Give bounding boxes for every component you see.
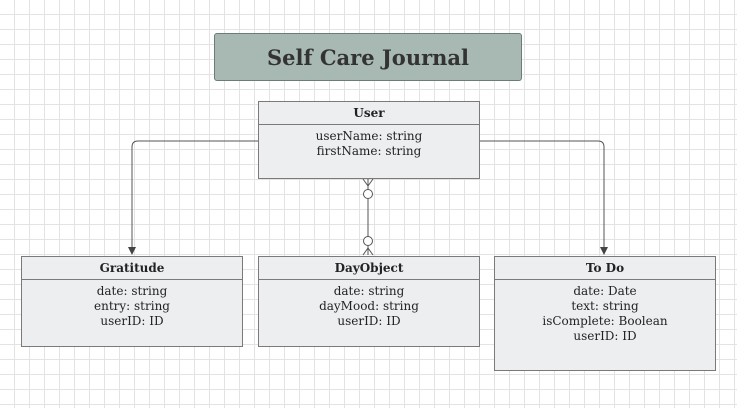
entity-user[interactable]: User userName: string firstName: string — [258, 101, 480, 179]
entity-gratitude-attribute: date: string — [96, 284, 168, 298]
entity-todo[interactable]: To Do date: Date text: string isComplete… — [494, 256, 716, 371]
entity-todo-attribute: userID: ID — [573, 329, 637, 343]
connector-user-dayobject — [362, 178, 374, 256]
entity-dayobject-attribute: dayMood: string — [319, 299, 419, 313]
entity-todo-attribute: text: string — [571, 299, 639, 313]
diagram-title: Self Care Journal — [214, 33, 522, 81]
entity-todo-attribute: date: Date — [573, 284, 637, 298]
entity-todo-name: To Do — [495, 257, 715, 280]
entity-gratitude-attribute: userID: ID — [100, 314, 164, 328]
entity-gratitude[interactable]: Gratitude date: string entry: string use… — [21, 256, 243, 347]
entity-user-attribute: userName: string — [315, 129, 423, 143]
entity-dayobject-name: DayObject — [259, 257, 479, 280]
entity-dayobject[interactable]: DayObject date: string dayMood: string u… — [258, 256, 480, 347]
entity-dayobject-attribute: date: string — [333, 284, 405, 298]
connector-user-gratitude — [128, 140, 258, 255]
entity-todo-attribute: isComplete: Boolean — [542, 314, 668, 328]
entity-gratitude-attribute: entry: string — [94, 299, 170, 313]
entity-user-attribute: firstName: string — [316, 144, 422, 158]
connector-user-todo — [480, 140, 608, 255]
entity-dayobject-attribute: userID: ID — [337, 314, 401, 328]
entity-user-name: User — [259, 102, 479, 125]
entity-gratitude-name: Gratitude — [22, 257, 242, 280]
